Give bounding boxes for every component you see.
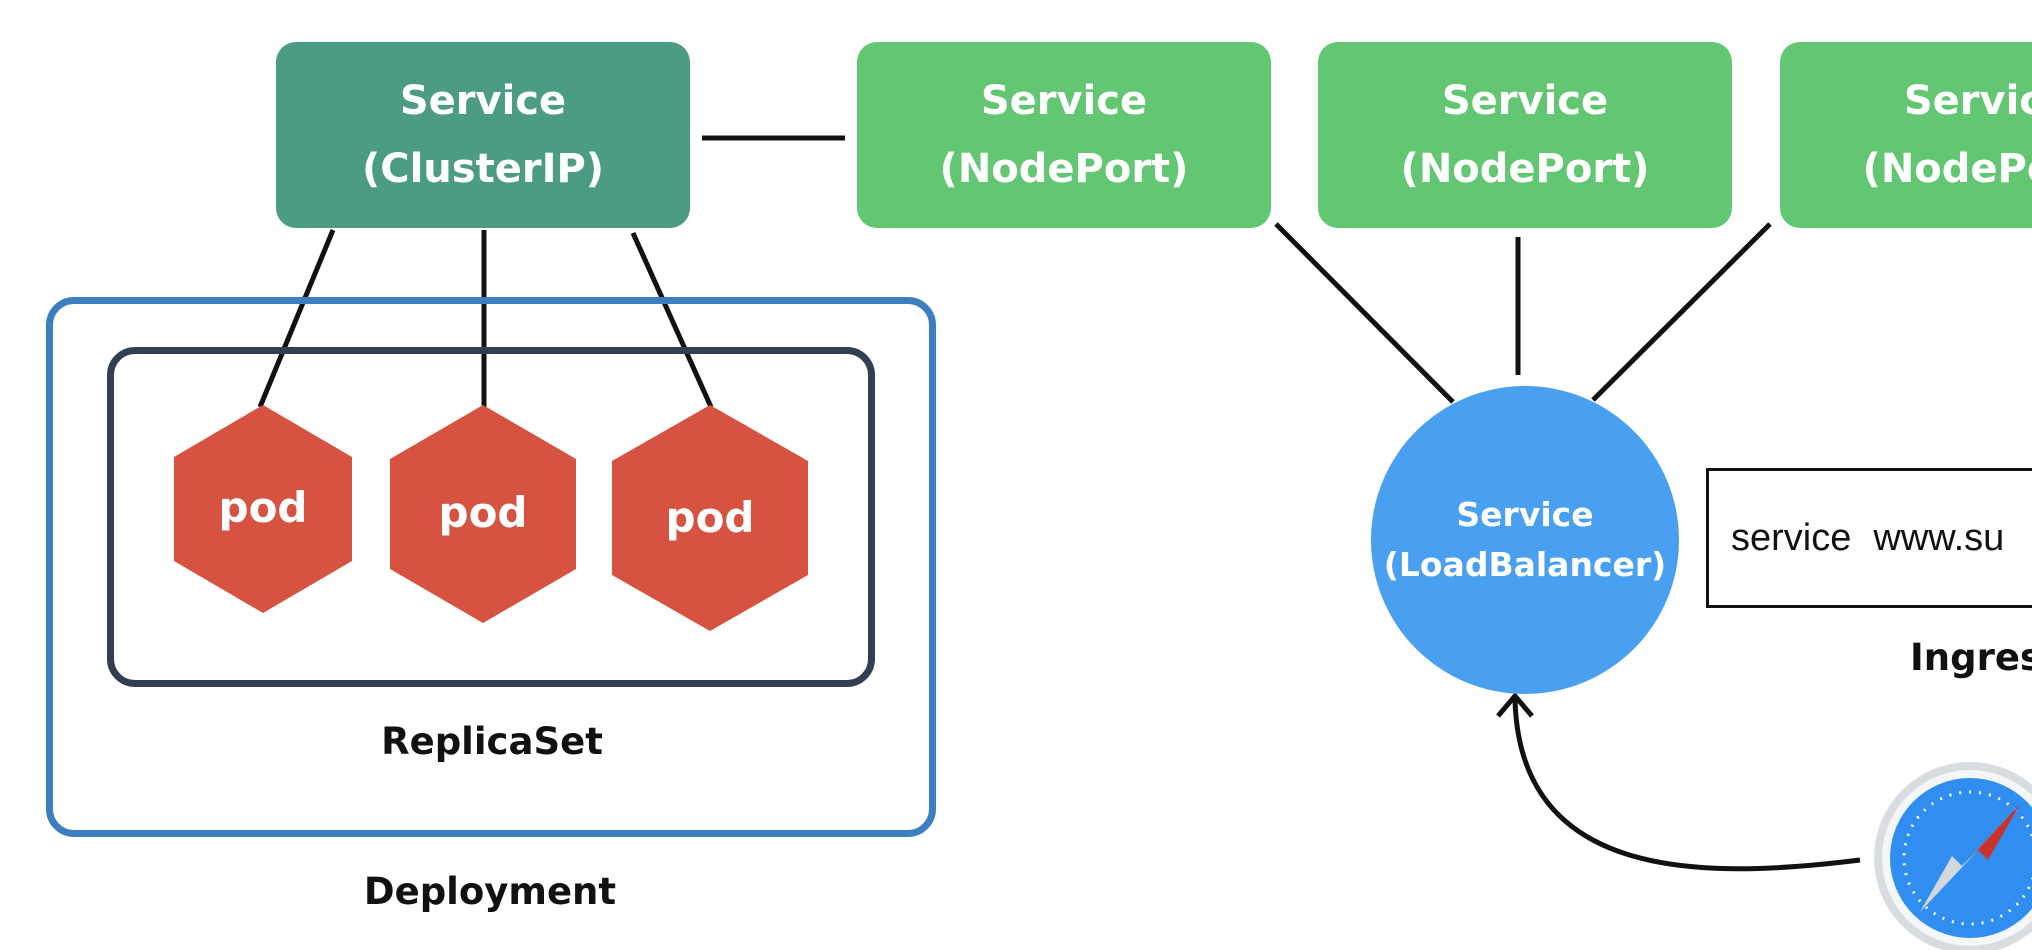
ingress-rule-box: service www.su — [1706, 468, 2032, 608]
pod-1-hexagon-icon — [174, 405, 352, 613]
service-nodeport-1-line2: (NodePort) — [939, 146, 1189, 192]
service-clusterip-line2: (ClusterIP) — [361, 146, 605, 192]
ingress-label: Ingres — [1910, 636, 2032, 679]
pod-2-label: pod — [438, 488, 528, 537]
service-nodeport-1: Service (NodePort) — [857, 42, 1271, 228]
service-loadbalancer-line2: (LoadBalancer) — [1383, 545, 1667, 584]
service-nodeport-3: Service (NodePort) — [1780, 42, 2032, 228]
service-nodeport-2: Service (NodePort) — [1318, 42, 1732, 228]
pod-2-hexagon-icon — [390, 405, 576, 623]
pod-1-label: pod — [218, 483, 308, 532]
service-nodeport-1-line1: Service — [980, 78, 1148, 124]
replicaset-frame — [107, 347, 875, 687]
service-loadbalancer-line1: Service — [1456, 495, 1594, 534]
service-clusterip-line1: Service — [399, 78, 567, 124]
service-nodeport-2-line1: Service — [1441, 78, 1609, 124]
service-nodeport-2-line2: (NodePort) — [1400, 146, 1650, 192]
connector-nodeport-3-lb — [1591, 222, 1772, 402]
deployment-label: Deployment — [363, 870, 617, 913]
pod-3-hexagon-icon — [612, 405, 808, 631]
pod-2: pod — [388, 405, 578, 623]
pod-3-label: pod — [665, 493, 755, 542]
ingress-rule-service: service — [1731, 517, 1852, 559]
replicaset-label: ReplicaSet — [381, 720, 603, 763]
connector-clusterip-pod-1 — [257, 229, 336, 408]
arrowhead-lb — [1496, 692, 1534, 718]
connector-nodeport-1-lb — [1274, 222, 1455, 404]
service-clusterip: Service (ClusterIP) — [276, 42, 690, 228]
safari-compass-icon — [1874, 762, 2032, 950]
pod-1: pod — [168, 405, 358, 613]
service-nodeport-3-line2: (NodePort) — [1862, 146, 2032, 192]
pod-3: pod — [610, 405, 810, 631]
deployment-frame — [46, 297, 936, 837]
connector-clusterip-pod-3 — [630, 231, 714, 409]
service-nodeport-3-line1: Service — [1903, 78, 2032, 124]
service-loadbalancer: Service (LoadBalancer) — [1371, 386, 1679, 694]
ingress-rule-host: www.su — [1873, 517, 2005, 559]
connector-browser-lb — [1512, 699, 1861, 872]
